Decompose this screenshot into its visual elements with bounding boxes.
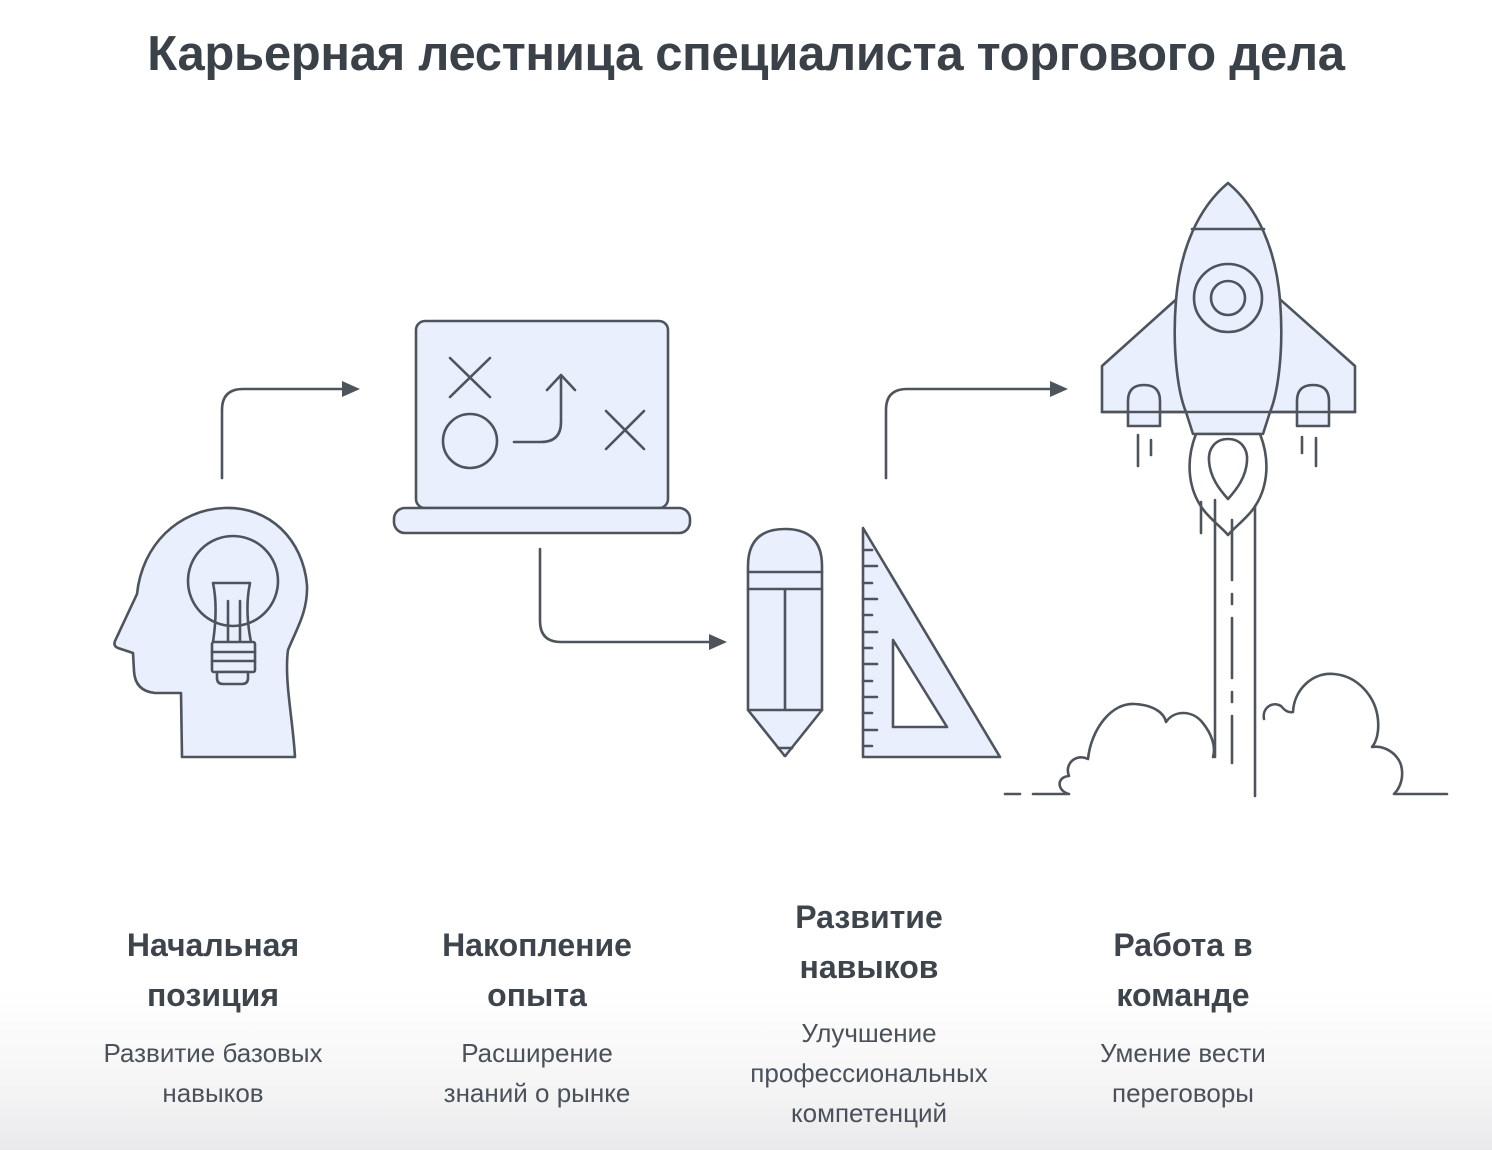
exhaust-trail xyxy=(1199,498,1257,798)
laptop-base xyxy=(392,506,692,535)
flow-arrow-3 xyxy=(884,381,1068,480)
bulb-glass xyxy=(186,534,280,628)
stage-label-teamwork: Работа в команде Умение вести переговоры xyxy=(1030,921,1336,1113)
flow-arrow-2 xyxy=(538,547,727,650)
pencil-ruler-icon xyxy=(746,526,1002,759)
stage-label-initial-position: Начальная позиция Развитие базовых навык… xyxy=(60,921,366,1113)
bulb-base xyxy=(210,640,257,686)
stage-description: Расширение знаний о рынке xyxy=(443,1037,631,1108)
rocket-left-booster xyxy=(1126,383,1162,428)
rocket-window xyxy=(1192,262,1264,334)
stage-heading: Накопление опыта xyxy=(442,927,632,1013)
stage-heading: Развитие навыков xyxy=(795,899,943,985)
speed-lines xyxy=(1136,433,1318,468)
rocket-right-booster xyxy=(1295,383,1331,428)
laptop-screen xyxy=(414,319,670,510)
stage-label-skills: Развитие навыков Улучшение профессиональ… xyxy=(713,893,1025,1133)
pencil xyxy=(746,527,824,758)
rocket-body xyxy=(1173,181,1283,436)
rocket-launch-icon xyxy=(1003,181,1449,798)
strategy-sketch xyxy=(441,356,646,470)
laptop-strategy-icon xyxy=(392,319,692,535)
triangle-ruler xyxy=(861,526,1002,759)
stage-description: Улучшение профессиональных компетенций xyxy=(750,1017,988,1128)
stage-description: Умение вести переговоры xyxy=(1100,1037,1266,1108)
stage-description: Развитие базовых навыков xyxy=(103,1037,323,1108)
flow-arrow-1 xyxy=(220,381,360,480)
rocket-flame-inner xyxy=(1207,437,1249,501)
smoke-cloud-left xyxy=(1058,702,1216,796)
page-title: Карьерная лестница специалиста торгового… xyxy=(147,27,1345,81)
smoke-cloud-right xyxy=(1262,672,1449,796)
stage-heading: Работа в команде xyxy=(1113,927,1253,1013)
stage-label-experience: Накопление опыта Расширение знаний о рын… xyxy=(384,921,690,1113)
head-lightbulb-icon xyxy=(113,506,309,759)
stage-heading: Начальная позиция xyxy=(126,927,300,1013)
